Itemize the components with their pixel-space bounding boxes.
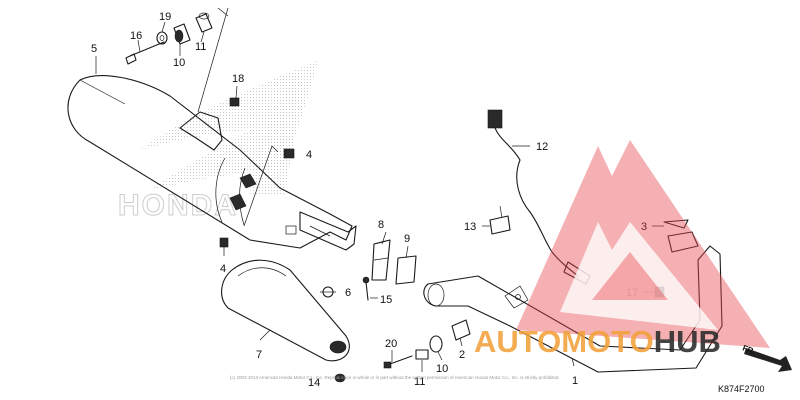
callout-5: 5 <box>91 43 97 55</box>
brand-watermark-first: AUTOMOTO <box>474 324 654 359</box>
nut-part-4-upper <box>283 148 295 159</box>
callout-18: 18 <box>232 73 244 85</box>
copyright-note: (c) 2003-2013 American Honda Motor Co., … <box>230 375 560 380</box>
rubber-part-10-bottom <box>429 335 443 353</box>
bolt-part-16 <box>125 41 165 65</box>
honda-wing-watermark: HONDA <box>118 60 318 223</box>
automotohub-triangle-logo <box>516 140 770 348</box>
callout-11-top: 11 <box>195 41 206 53</box>
nut-part-18 <box>229 97 240 107</box>
callout-10-top: 10 <box>173 57 185 69</box>
callout-labels: 1 2 3 4 4 5 6 7 8 9 10 10 11 11 12 13 14… <box>91 11 647 389</box>
diagram-code: K874F2700 <box>718 384 765 394</box>
bolt-part-15 <box>362 276 370 301</box>
callout-19: 19 <box>159 11 171 23</box>
bolt-part-20 <box>383 355 413 369</box>
muffler-body-part-5 <box>67 75 357 251</box>
brand-watermark: AUTOMOTOHUB <box>474 324 721 359</box>
clip-part-3 <box>663 219 689 229</box>
muffler-protector-part-7 <box>221 259 350 362</box>
rubber-part-10-top <box>173 23 191 45</box>
callout-6: 6 <box>345 287 351 299</box>
front-direction-label: FR. <box>741 343 756 356</box>
gasket-part-8 <box>371 239 391 281</box>
callout-20: 20 <box>385 338 397 350</box>
leader-lines <box>95 7 664 381</box>
callout-15: 15 <box>380 294 392 306</box>
callout-8: 8 <box>378 219 384 231</box>
callout-4-lower: 4 <box>220 263 226 275</box>
callout-9: 9 <box>404 233 410 245</box>
gasket-part-9 <box>395 255 417 285</box>
callout-14: 14 <box>308 377 320 389</box>
callout-16: 16 <box>130 30 142 42</box>
collar-part-11-top <box>195 12 213 33</box>
clip-part-13 <box>489 205 511 235</box>
callout-4-upper: 4 <box>306 149 312 161</box>
brand-watermark-second: HUB <box>654 324 721 359</box>
callout-3: 3 <box>641 221 647 233</box>
washer-part-19 <box>156 31 168 45</box>
exhaust-pipe-part-1 <box>423 231 723 373</box>
callout-12: 12 <box>536 141 548 153</box>
callout-1: 1 <box>572 375 578 387</box>
callout-11-bottom: 11 <box>414 376 425 388</box>
bracket-part-2 <box>451 319 471 341</box>
collar-part-11-bottom <box>415 349 429 360</box>
callout-7: 7 <box>256 349 262 361</box>
nut-part-4-lower <box>219 237 229 248</box>
callout-10-bottom: 10 <box>436 363 448 375</box>
front-direction-arrow: FR. <box>741 343 792 372</box>
callout-13: 13 <box>464 221 476 233</box>
callout-2: 2 <box>459 349 465 361</box>
